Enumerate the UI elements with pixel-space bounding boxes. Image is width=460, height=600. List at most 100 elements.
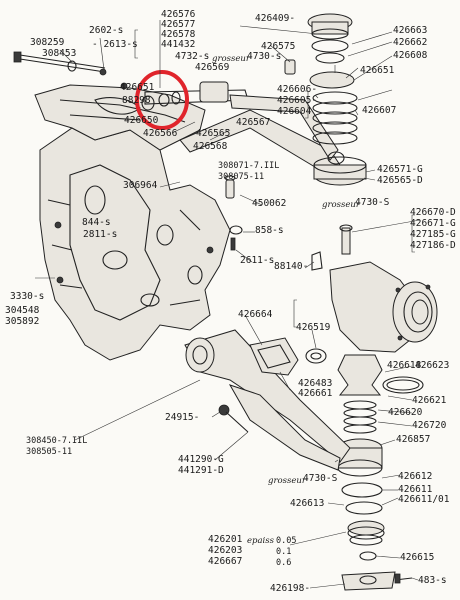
frame-hole-5 bbox=[187, 265, 203, 285]
frame-hole-3 bbox=[156, 224, 174, 246]
label-426566: 426566 bbox=[143, 128, 178, 139]
label-426565d: 426565-D bbox=[377, 175, 423, 186]
label-4730-top: 4730-s bbox=[247, 51, 282, 62]
label-88298: 88298 bbox=[122, 95, 151, 106]
o-ring bbox=[382, 376, 424, 394]
label-858: 858-s bbox=[255, 225, 284, 236]
shaft-nut bbox=[284, 59, 296, 75]
label-426606: 426606- bbox=[277, 84, 318, 95]
label-450062: 450062 bbox=[252, 198, 287, 209]
lower-washer bbox=[359, 551, 377, 561]
label-426201: 426201 bbox=[208, 534, 243, 545]
label-2811: 2811-s bbox=[83, 229, 118, 240]
bolt-head bbox=[13, 51, 22, 63]
label-426650: 426650 bbox=[124, 115, 159, 126]
label-426620: 426620 bbox=[388, 407, 423, 418]
label-483: 483-s bbox=[418, 575, 447, 586]
coil-spring-bottom bbox=[343, 400, 377, 434]
label-426575: 426575 bbox=[261, 41, 296, 52]
washer-c bbox=[171, 91, 181, 105]
label-2613: - 2613-s bbox=[92, 39, 138, 50]
label-4730-low: 4730-S bbox=[303, 473, 338, 484]
label-426203: 426203 bbox=[208, 545, 243, 556]
label-304548: 304548 bbox=[5, 305, 40, 316]
small-nut-b bbox=[120, 82, 128, 90]
subframe-casting bbox=[39, 127, 231, 361]
label-426565: 426565 bbox=[196, 128, 231, 139]
small-nut-a bbox=[99, 68, 107, 76]
label-426608: 426608 bbox=[393, 50, 428, 61]
label-426605: 426605- bbox=[277, 95, 318, 106]
seal-ring-1 bbox=[311, 39, 349, 53]
subframe-inner-web bbox=[69, 164, 161, 321]
label-426664: 426664 bbox=[238, 309, 273, 320]
label-426670: 426670-D bbox=[410, 207, 456, 218]
washer-858 bbox=[229, 225, 243, 235]
frame-hole-4 bbox=[140, 293, 160, 307]
label-426409: 426409- bbox=[255, 13, 296, 24]
frame-hole-1 bbox=[84, 185, 106, 215]
ball-joint-ring-1 bbox=[341, 482, 383, 498]
label-426663: 426663 bbox=[393, 25, 428, 36]
label-426667: 426667 bbox=[208, 556, 243, 567]
label-88140: 88140- bbox=[274, 261, 309, 272]
label-shim-005: 0.05 bbox=[276, 536, 297, 546]
stub-axle-housing bbox=[329, 261, 416, 353]
label-3330: 3330-s bbox=[10, 291, 45, 302]
tie-rod-clamp bbox=[249, 337, 299, 376]
label-426671: 426671-G bbox=[410, 218, 456, 229]
frame-bolt-1 bbox=[54, 221, 62, 229]
label-441291: 441291-D bbox=[178, 465, 224, 476]
label-426519: 426519 bbox=[296, 322, 331, 333]
label-shim-06: 0.6 bbox=[276, 558, 292, 568]
label-426483: 426483 bbox=[298, 378, 333, 389]
lower-arm-rod bbox=[225, 411, 249, 433]
label-2611: 2611-s bbox=[240, 255, 275, 266]
nut-308453 bbox=[67, 60, 77, 72]
hub-bore bbox=[411, 299, 429, 325]
label-308505: 308505-11 bbox=[26, 447, 73, 457]
grease-nipple-450062 bbox=[225, 179, 235, 199]
label-308259: 308259 bbox=[30, 37, 65, 48]
frame-bolt-2 bbox=[56, 276, 64, 284]
kingpin bbox=[341, 227, 351, 255]
washer-b bbox=[158, 93, 170, 107]
label-426577: 426577 bbox=[161, 19, 196, 30]
lower-wishbone-arm bbox=[228, 384, 341, 471]
label-426857: 426857 bbox=[396, 434, 431, 445]
label-426198: 426198- bbox=[270, 583, 311, 594]
label-426661: 426661 bbox=[298, 388, 333, 399]
crossmember-web bbox=[59, 99, 186, 123]
label-426621: 426621 bbox=[412, 395, 447, 406]
washer-a bbox=[141, 95, 155, 111]
label-308450: 308450-7.IIL bbox=[26, 436, 88, 446]
lower-cover-plate bbox=[341, 571, 396, 591]
label-426567: 426567 bbox=[236, 117, 271, 128]
frame-bolt-3 bbox=[206, 246, 214, 254]
label-426568: 426568 bbox=[193, 141, 228, 152]
label-426612: 426612 bbox=[398, 471, 433, 482]
label-426604: 426604 bbox=[277, 106, 312, 117]
label-grosseur-low: grosseur bbox=[268, 476, 306, 486]
label-426623: 426623 bbox=[415, 360, 450, 371]
label-426578: 426578 bbox=[161, 29, 196, 40]
shaft-bushing bbox=[199, 81, 229, 103]
label-308075: 308075-11 bbox=[218, 172, 265, 182]
label-426576: 426576 bbox=[161, 9, 196, 20]
label-426569: 426569 bbox=[195, 62, 230, 73]
label-shim-01: 0.1 bbox=[276, 547, 292, 557]
label-426662: 426662 bbox=[393, 37, 428, 48]
label-441290: 441290-G bbox=[178, 454, 224, 465]
label-grosseur-mid: grosseur bbox=[322, 200, 360, 210]
seal-ring-2 bbox=[315, 52, 345, 64]
shim-stack-2 bbox=[349, 534, 383, 546]
label-308071: 308071-7.IIL bbox=[218, 161, 280, 171]
label-306964: 306964 bbox=[123, 180, 158, 191]
label-308453: 308453 bbox=[42, 48, 77, 59]
label-426720: 426720 bbox=[412, 420, 447, 431]
coil-spring-top bbox=[312, 91, 358, 145]
shim-stack bbox=[347, 520, 385, 536]
stop-88140 bbox=[311, 251, 323, 271]
